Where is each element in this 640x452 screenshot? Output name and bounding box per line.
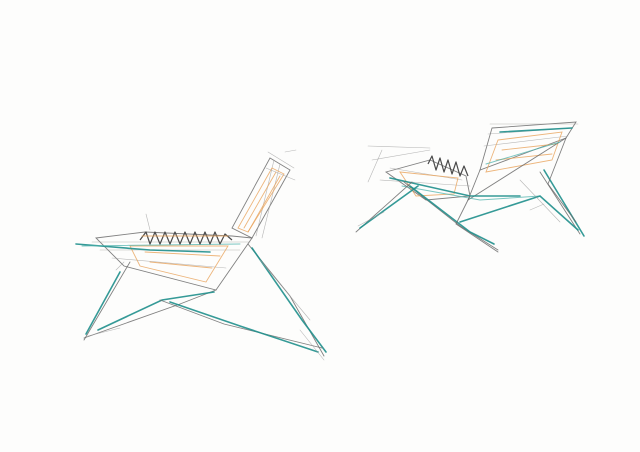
right-chair-spring bbox=[427, 155, 469, 177]
left-chair-sketch bbox=[75, 149, 327, 361]
right-chair-backrest bbox=[467, 121, 579, 202]
left-chair-legs bbox=[83, 213, 327, 361]
left-chair-backrest bbox=[231, 149, 297, 239]
left-chair-seat bbox=[75, 231, 253, 291]
right-chair-legs bbox=[355, 137, 585, 253]
left-chair-spring bbox=[139, 231, 233, 245]
right-chair-sketch bbox=[355, 121, 585, 253]
